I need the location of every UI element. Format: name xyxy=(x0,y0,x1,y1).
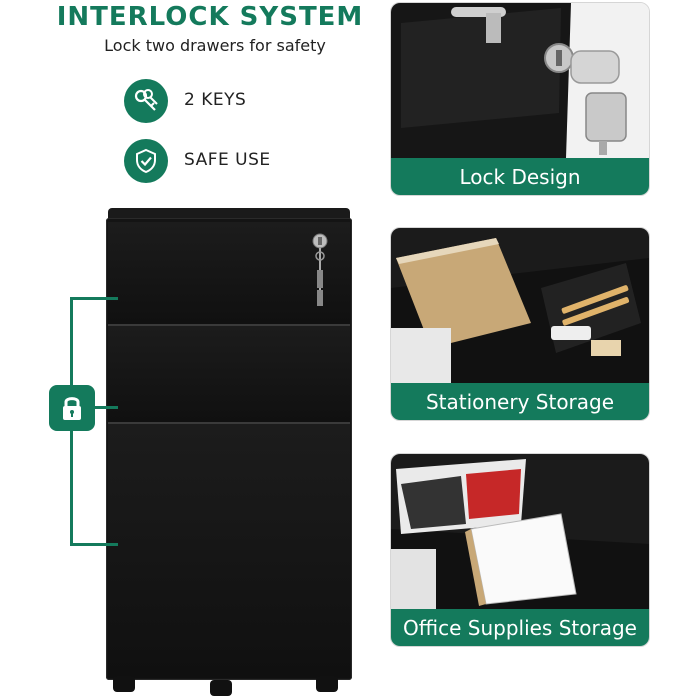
card-office-supplies-storage: Office Supplies Storage xyxy=(390,453,650,647)
card-lock-design: Lock Design xyxy=(390,2,650,196)
cabinet-lock-icon xyxy=(308,232,338,316)
bracket-arm-top xyxy=(70,297,118,300)
card-caption: Office Supplies Storage xyxy=(391,609,649,646)
card-stationery-storage: Stationery Storage xyxy=(390,227,650,421)
page-subtitle: Lock two drawers for safety xyxy=(104,36,326,55)
bracket-arm-bottom xyxy=(70,543,118,546)
middle-drawer xyxy=(108,326,350,424)
page-title: INTERLOCK SYSTEM xyxy=(56,2,364,32)
file-drawer-photo xyxy=(391,454,649,609)
top-drawer xyxy=(108,222,350,326)
caster-wheel xyxy=(210,680,232,696)
card-caption: Lock Design xyxy=(391,158,649,195)
bottom-drawer xyxy=(108,424,350,678)
card-caption: Stationery Storage xyxy=(391,383,649,420)
lock-closeup-photo xyxy=(391,3,649,158)
feature-2-keys: 2 KEYS xyxy=(184,90,247,110)
shield-check-icon xyxy=(124,139,168,183)
stationery-drawer-photo xyxy=(391,228,649,383)
caster-wheel xyxy=(113,676,135,692)
padlock-icon xyxy=(49,385,95,431)
caster-wheel xyxy=(316,676,338,692)
feature-safe-use: SAFE USE xyxy=(184,150,271,170)
keys-icon xyxy=(124,79,168,123)
